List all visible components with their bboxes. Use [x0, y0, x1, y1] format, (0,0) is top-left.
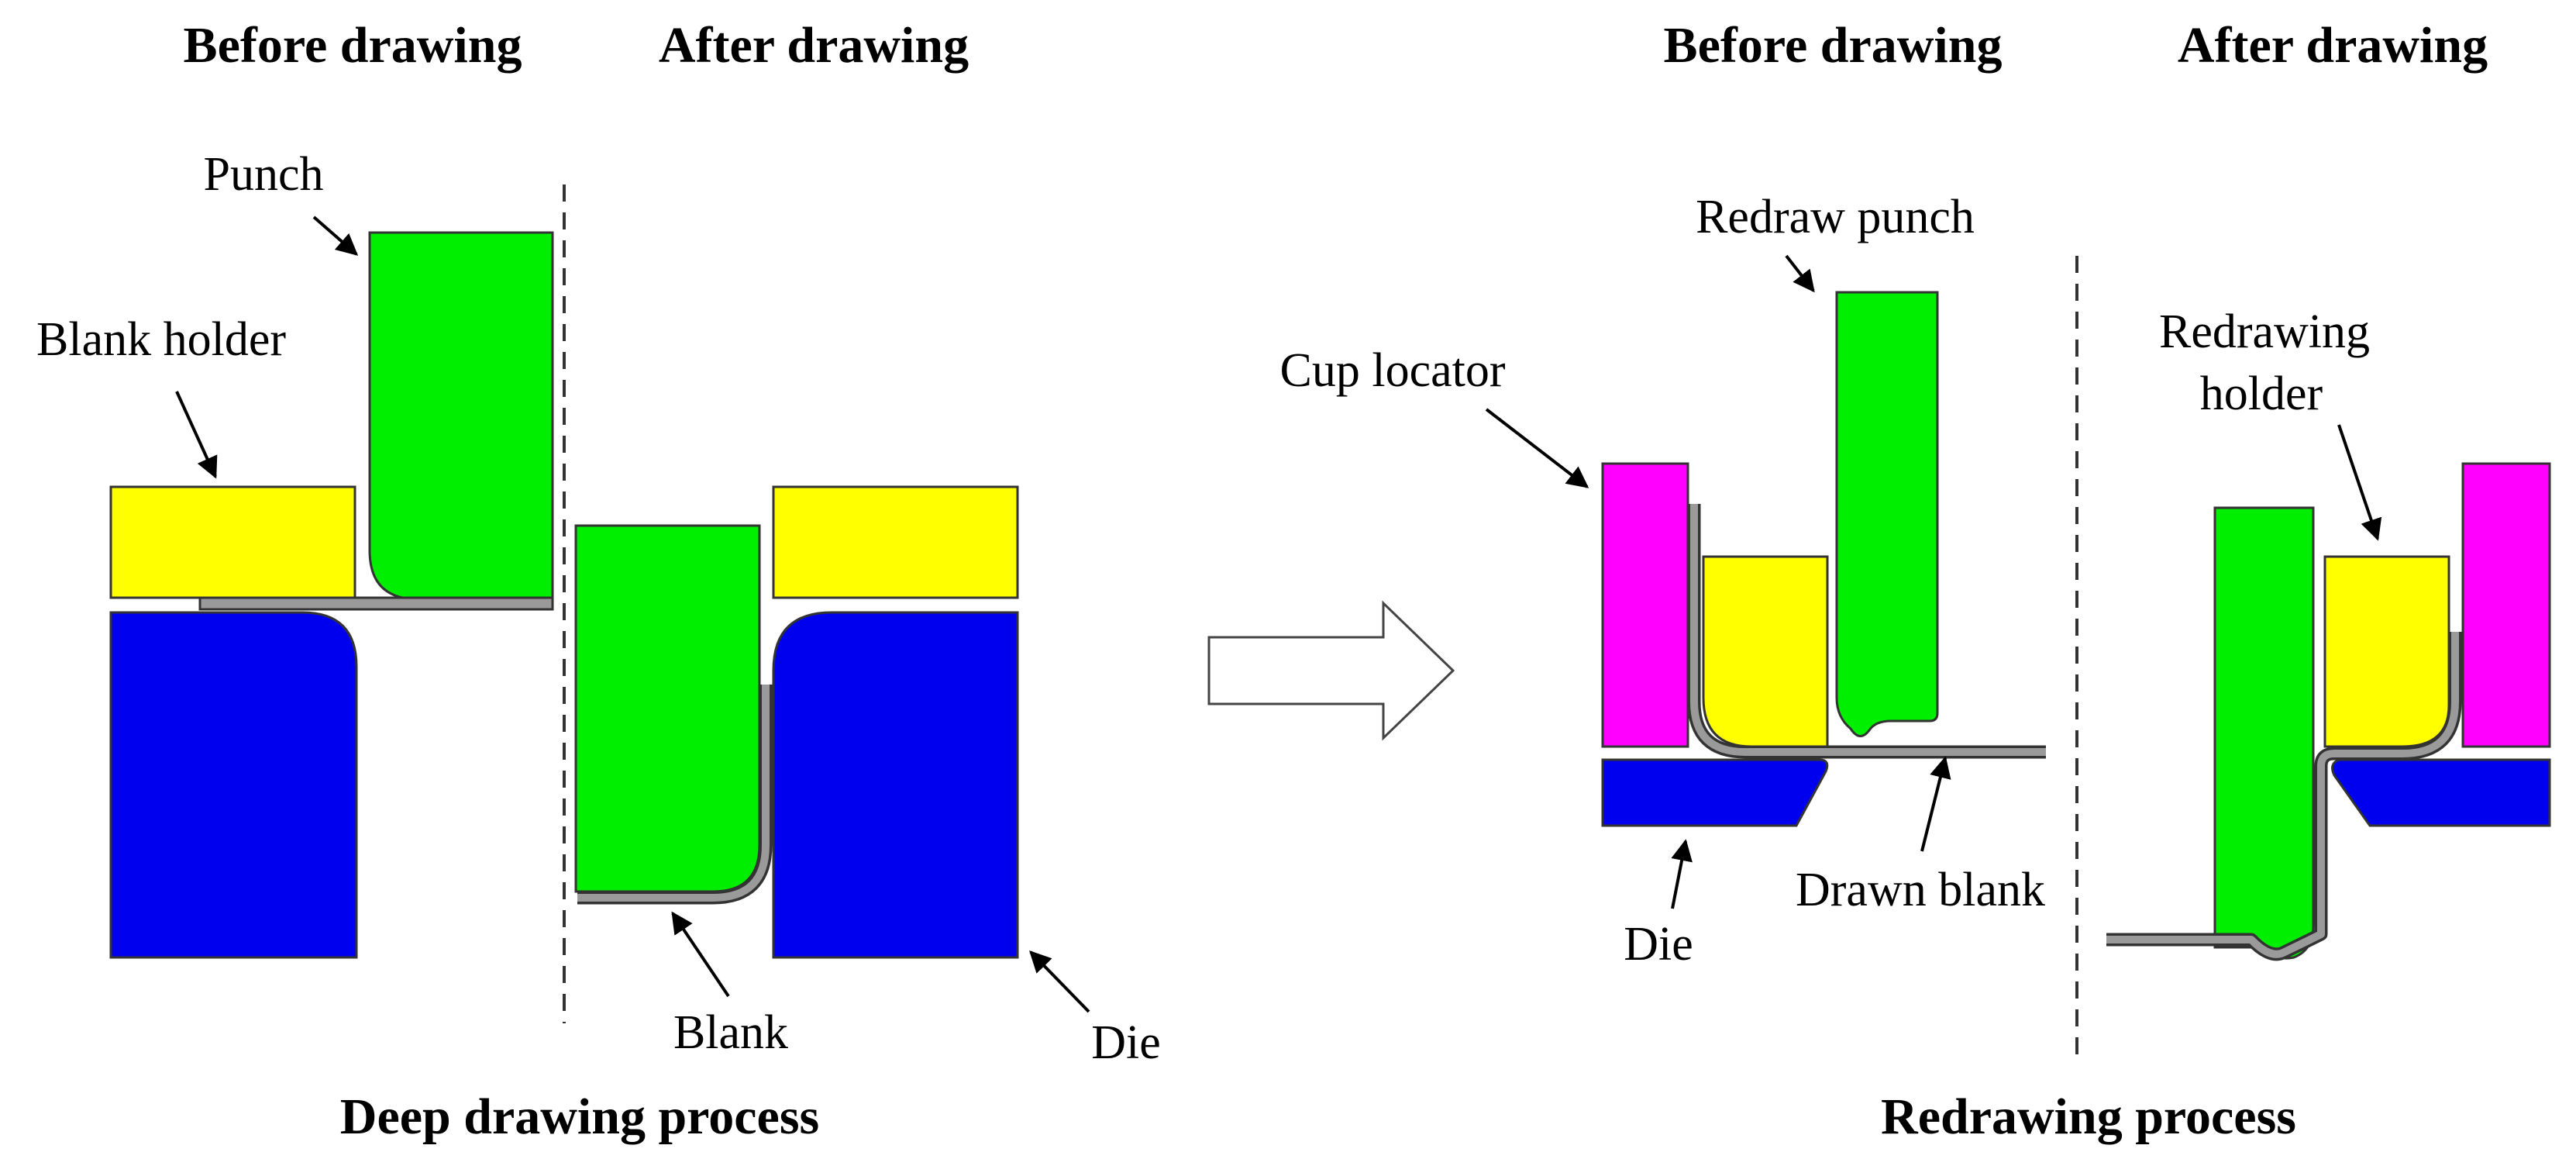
label-die-deep: Die — [1091, 1016, 1161, 1069]
deep-before-blank — [198, 596, 554, 611]
redraw-before-drawn-blank — [1690, 504, 2046, 756]
redraw-before-die — [1601, 758, 1829, 827]
redraw-after-die — [2331, 758, 2551, 827]
arrow-cup-locator — [1485, 408, 1589, 488]
deep-after-die — [772, 611, 1019, 959]
arrow-die-redraw — [1671, 839, 1693, 909]
arrow-blank — [671, 911, 730, 998]
label-drawn-blank: Drawn blank — [1796, 864, 2045, 916]
redraw-after-drawn-blank — [2106, 632, 2459, 958]
label-punch: Punch — [204, 148, 324, 201]
redraw-heading-before: Before drawing — [1664, 17, 2003, 74]
arrow-punch — [312, 216, 359, 256]
redrawing-panel: Before drawing After drawing Redraw punc… — [1280, 17, 2551, 1145]
deep-before-punch — [368, 231, 554, 601]
arrow-drawn-blank — [1920, 756, 1951, 852]
deep-caption: Deep drawing process — [340, 1088, 819, 1145]
redraw-before-holder — [1702, 555, 1829, 748]
deep-heading-before: Before drawing — [184, 17, 522, 74]
redraw-after-holder — [2323, 555, 2450, 748]
redraw-before-cup-locator — [1601, 462, 1689, 748]
deep-after-punch — [574, 524, 761, 893]
deep-before-blank-holder — [109, 485, 356, 599]
label-cup-locator: Cup locator — [1280, 344, 1506, 397]
label-redrawing-holder-line2: holder — [2200, 367, 2323, 420]
redraw-heading-after: After drawing — [2178, 17, 2488, 74]
arrow-die-deep — [1029, 950, 1090, 1013]
redraw-before-punch — [1835, 291, 1939, 737]
redraw-after-cup-locator — [2461, 462, 2551, 748]
process-transition-arrow — [1207, 600, 1455, 741]
label-redraw-punch: Redraw punch — [1696, 191, 1975, 243]
label-redrawing-holder-line1: Redrawing — [2159, 305, 2370, 358]
deep-after-blank — [577, 685, 770, 902]
label-blank-holder: Blank holder — [36, 313, 286, 366]
arrow-redraw-punch — [1785, 254, 1815, 293]
redraw-caption: Redrawing process — [1881, 1088, 2296, 1145]
deep-heading-after: After drawing — [659, 17, 969, 74]
label-blank: Blank — [673, 1006, 788, 1059]
label-die-redraw: Die — [1624, 918, 1693, 971]
deep-drawing-panel: Before drawing After drawing Punch Blank… — [36, 17, 1161, 1145]
arrow-redrawing-holder — [2337, 424, 2382, 541]
deep-before-die — [109, 611, 358, 959]
arrow-blank-holder — [175, 391, 218, 479]
redraw-after-punch — [2213, 506, 2315, 960]
deep-after-blank-holder — [772, 485, 1019, 599]
